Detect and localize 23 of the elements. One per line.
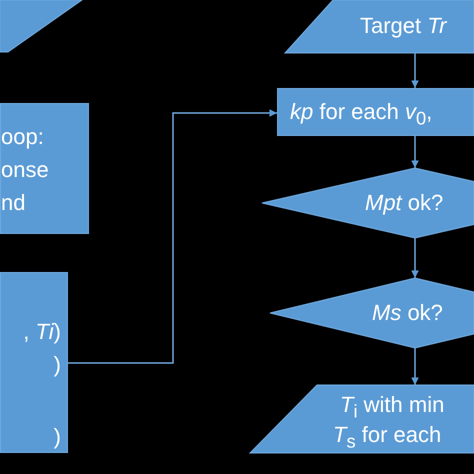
decision-diamond [262, 168, 474, 238]
arrow [411, 53, 419, 88]
decision-diamond [270, 278, 474, 348]
process-box [0, 272, 68, 453]
output-trapezoid [250, 385, 474, 453]
process-box [0, 103, 89, 234]
node-text: T$_{i}$ with min [340, 391, 444, 424]
process-box [277, 88, 474, 136]
node-text: Mpt ok? [365, 189, 444, 217]
arrow [411, 238, 419, 278]
node-text: , Ti) [23, 318, 61, 346]
node-text: ) [54, 351, 61, 379]
node-text: Target Tr [360, 12, 446, 40]
arrow [68, 109, 277, 364]
arrow [411, 136, 419, 168]
node-text: oop: onse nd [1, 123, 50, 217]
node-text: Ms ok? [372, 299, 443, 327]
arrow [411, 348, 419, 385]
node-text: kp for each v$_{0}$, [290, 98, 432, 130]
node-text: T$_{s}$ for each [333, 421, 442, 454]
input-parallelogram [0, 0, 82, 52]
node-text: ) [54, 423, 61, 451]
input-parallelogram [285, 0, 474, 53]
